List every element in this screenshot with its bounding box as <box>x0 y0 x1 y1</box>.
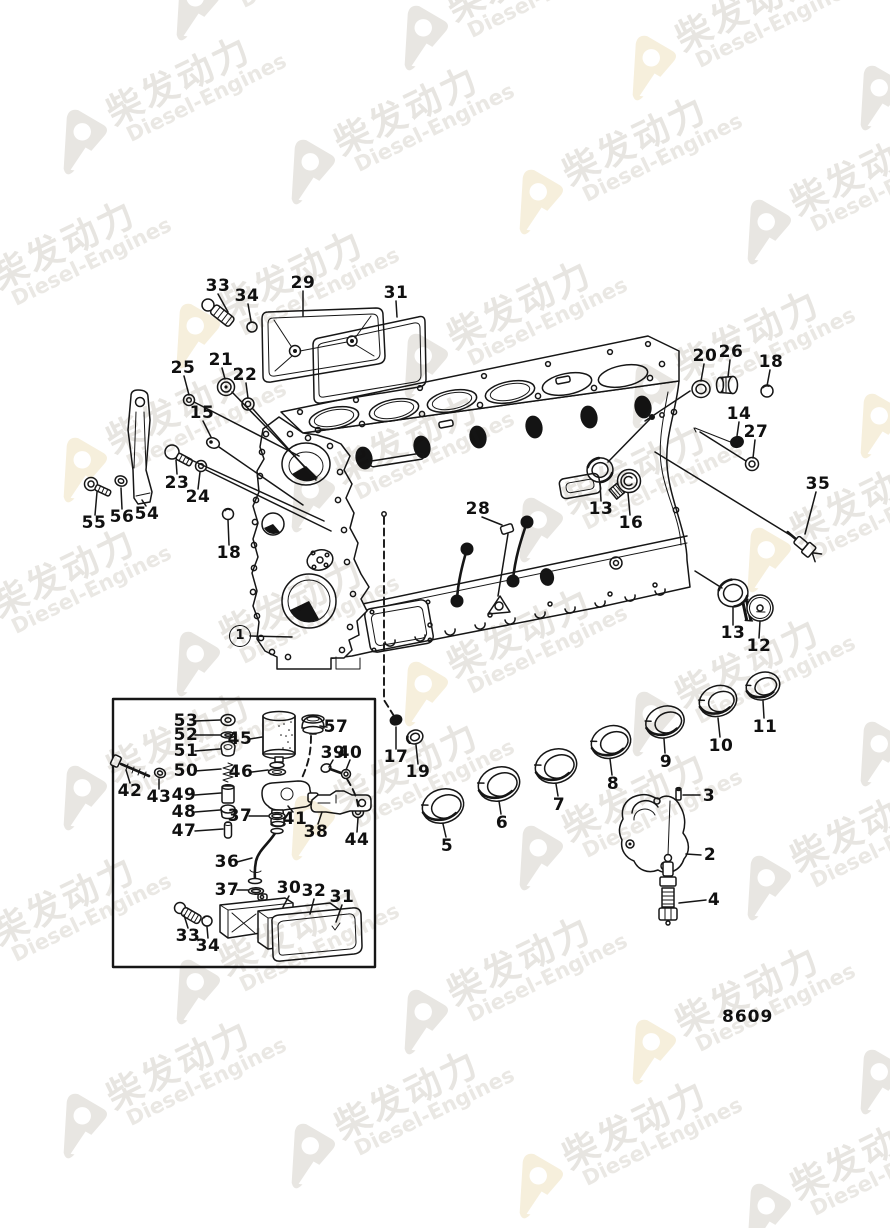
part-25-plug <box>182 393 196 407</box>
cylinder-bores <box>308 363 649 431</box>
part-35-sensor <box>786 530 823 563</box>
part-26-plug <box>715 375 739 395</box>
bearing-shell-10 <box>698 684 738 718</box>
part-37-oring-upper <box>268 811 286 821</box>
part-53-nut <box>220 713 236 727</box>
part-43-washer <box>153 767 167 779</box>
part-52-washer <box>220 731 236 739</box>
timing-cover <box>249 416 370 670</box>
part-45-filter-element <box>262 710 296 763</box>
part-49-piston <box>221 784 235 804</box>
part-20-washer <box>691 379 711 399</box>
bearing-shell-11 <box>745 671 781 701</box>
cover-bolt-holes <box>249 430 357 661</box>
part-28-clip <box>499 523 515 535</box>
bearing-shell-8 <box>590 724 632 760</box>
bearing-shells <box>420 671 781 824</box>
part-13-seal-upper <box>586 456 614 484</box>
part-19-plug <box>405 729 424 745</box>
part-40-washer <box>340 768 352 780</box>
part-18-ball-right <box>760 384 774 398</box>
engine-block <box>249 335 691 670</box>
bearing-shell-6 <box>476 766 521 802</box>
part-29-cover-plate <box>261 307 386 383</box>
part-51-cup <box>220 740 236 757</box>
part-42-bolt <box>109 754 151 779</box>
part-27-nut <box>744 456 760 472</box>
drawing-number: 8609 <box>722 1007 774 1027</box>
part-2-bracket <box>618 793 690 874</box>
part-48-cup <box>220 804 236 820</box>
part-12-plug <box>740 594 774 622</box>
part-15-plug <box>205 437 221 449</box>
part-33-plug <box>201 298 235 327</box>
part-47-pin <box>223 821 233 839</box>
part-21-plug <box>216 377 236 397</box>
part-54-bracket <box>127 389 153 505</box>
part-17-nut <box>389 714 403 726</box>
bearing-shell-9 <box>644 705 685 739</box>
part-41-filter-head <box>261 780 319 828</box>
part-14-plug <box>693 427 744 449</box>
part-38-bracket <box>310 790 372 815</box>
location-dashed-line <box>383 516 395 717</box>
dash-origin-hole <box>381 511 387 517</box>
part-31-gasket-small <box>271 907 363 962</box>
part-57-cap <box>301 714 325 735</box>
part-55-bolt <box>83 476 112 497</box>
part-39-bolt <box>320 763 343 775</box>
part-34-ball <box>246 321 258 333</box>
part-50-spring <box>222 762 234 783</box>
part-36-delivery-pipe <box>247 827 284 885</box>
bearing-shell-5 <box>420 788 465 824</box>
side-cover-opening <box>364 599 434 653</box>
part-37-oring-lower <box>247 887 265 895</box>
part-33-plug-small <box>173 901 202 925</box>
part-23-bolt <box>164 444 193 467</box>
part-18-ball-left <box>221 507 235 521</box>
bearing-shell-7 <box>533 748 578 784</box>
part-34-ball-small <box>201 915 213 927</box>
part-4-relief-valve <box>658 853 678 926</box>
part-56-washer <box>114 475 128 487</box>
part-3-pin <box>675 786 682 801</box>
part-46-seal-washers <box>267 761 287 776</box>
inset-box <box>109 697 377 969</box>
part-13-seal-lower <box>717 578 749 608</box>
part-16-plug-upper <box>608 468 642 500</box>
